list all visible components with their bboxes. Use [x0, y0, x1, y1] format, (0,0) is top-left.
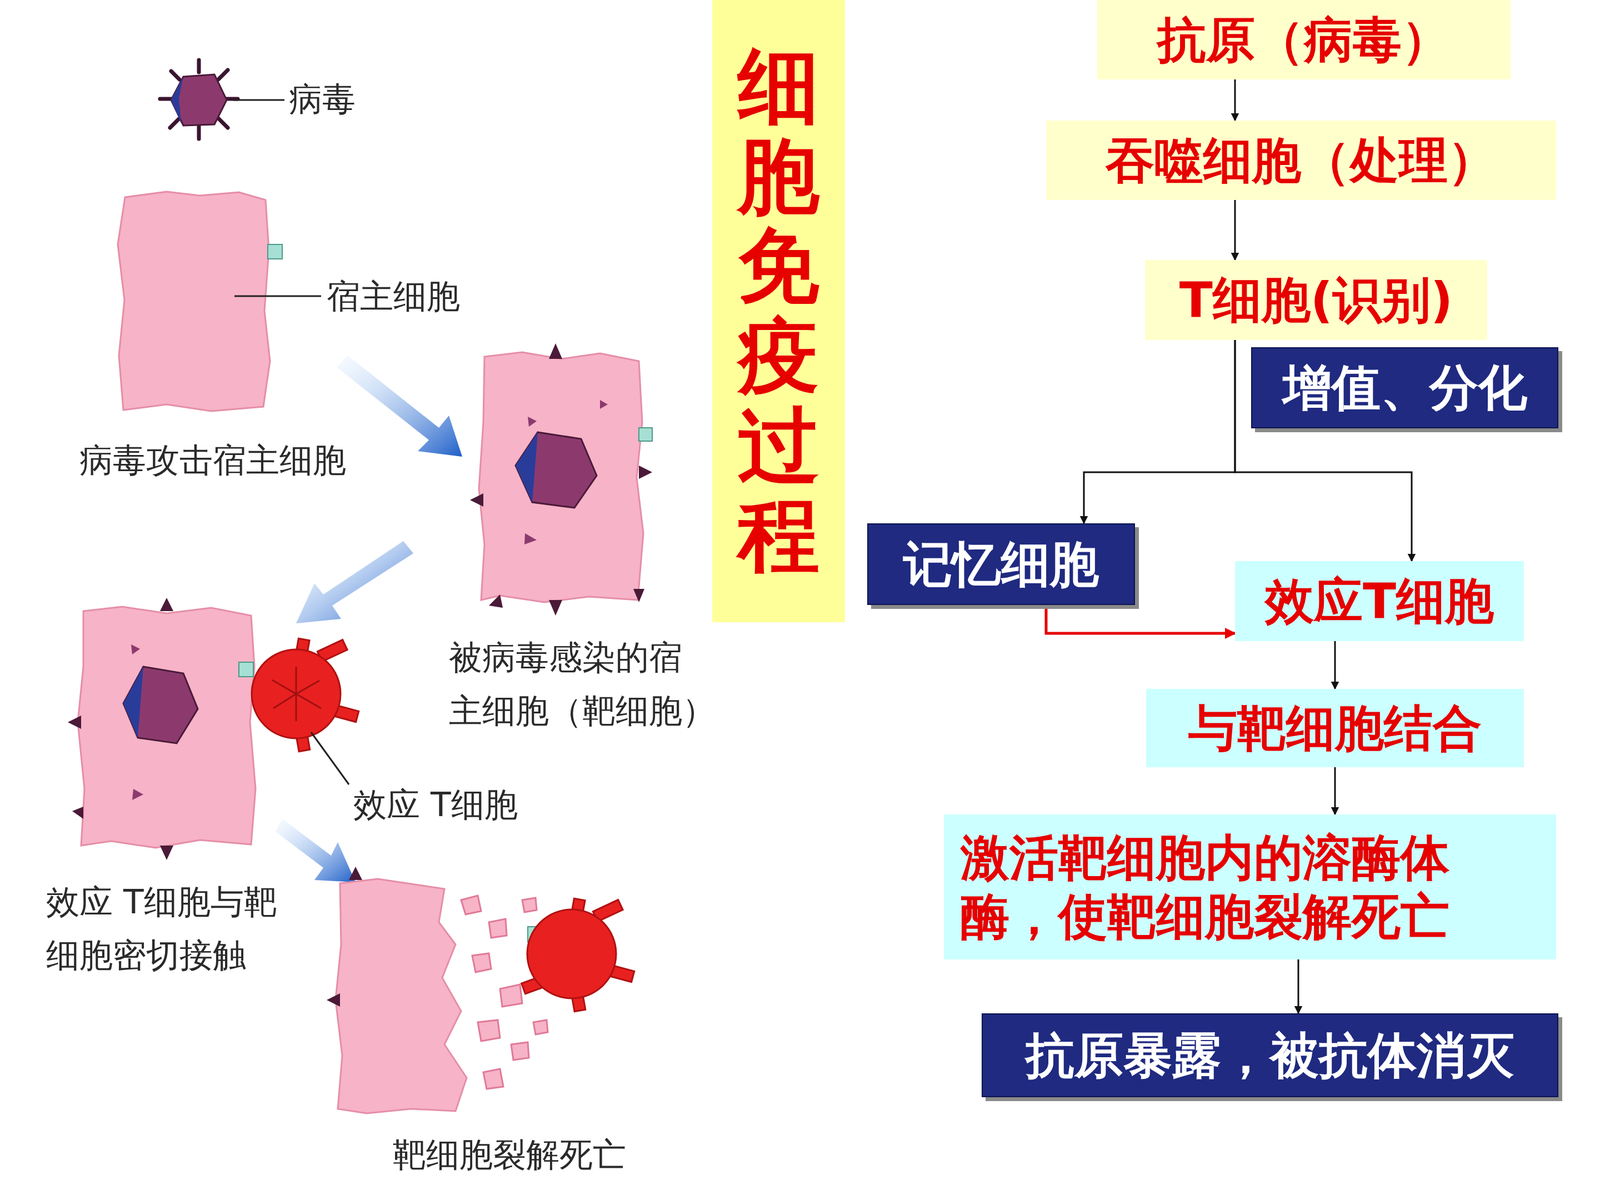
box-text: 增值、分化: [1282, 358, 1528, 418]
box-text: 激活靶细胞内的溶酶体酶，使靶细胞裂解死亡: [960, 828, 1540, 946]
box-text: 抗原暴露，被抗体消灭: [1025, 1026, 1515, 1085]
box-text: 吞噬细胞（处理）: [1105, 131, 1497, 190]
flow-arrow: [1334, 767, 1337, 815]
host-cell: [117, 191, 283, 412]
box-text: 抗原（病毒）: [1157, 10, 1451, 70]
process-box: 吞噬细胞（处理）: [1046, 120, 1557, 200]
box-text: 记忆细胞: [903, 535, 1099, 594]
result-box: 激活靶细胞内的溶酶体酶，使靶细胞裂解死亡: [943, 814, 1557, 960]
memory-cell-box: 记忆细胞: [867, 523, 1135, 605]
process-box: 与靶细胞结合: [1146, 688, 1524, 768]
box-text: T细胞(识别): [1179, 270, 1453, 330]
step-caption: 效应 T细胞与靶 细胞密切接触: [46, 875, 347, 982]
flow-arrow: [1046, 605, 1235, 634]
flow-arrow: [1297, 959, 1300, 1014]
title-text: 细胞免疫过程: [737, 41, 820, 581]
step-caption: 病毒攻击宿主细胞: [79, 433, 347, 487]
flow-arrow: [1234, 200, 1237, 260]
leader-line: [234, 295, 322, 298]
box-text: 与靶细胞结合: [1188, 698, 1482, 758]
part-label: 宿主细胞: [326, 269, 460, 323]
part-label: 病毒: [288, 72, 356, 126]
title-band: 细胞免疫过程: [712, 0, 845, 623]
process-arrow: [296, 541, 414, 624]
flow-arrow: [1083, 340, 1235, 524]
step-caption: 靶细胞裂解死亡: [392, 1127, 627, 1182]
result-box: 抗原暴露，被抗体消灭: [981, 1013, 1559, 1098]
process-box: T细胞(识别): [1145, 260, 1488, 340]
effector-box: 效应T细胞: [1235, 561, 1524, 642]
infected-cell: [470, 343, 653, 616]
leader-line: [233, 99, 285, 102]
lysed-cell: [326, 866, 548, 1114]
effector-t-cell: [251, 638, 359, 752]
flow-arrow: [1334, 641, 1337, 689]
virus: [160, 60, 238, 139]
step-box: 增值、分化: [1251, 347, 1559, 429]
leader-line: [311, 732, 349, 785]
step-caption: 被病毒感染的宿 主细胞（靶细胞）: [448, 630, 749, 738]
part-label: 效应 T细胞: [353, 777, 518, 832]
target-cell: [67, 597, 256, 860]
process-arrow: [275, 818, 356, 883]
flow-arrow: [1234, 79, 1237, 121]
antigen-box: 抗原（病毒）: [1097, 0, 1511, 80]
box-text: 效应T细胞: [1265, 571, 1494, 631]
effector-t-cell: [521, 898, 635, 1012]
process-arrow: [336, 355, 463, 457]
